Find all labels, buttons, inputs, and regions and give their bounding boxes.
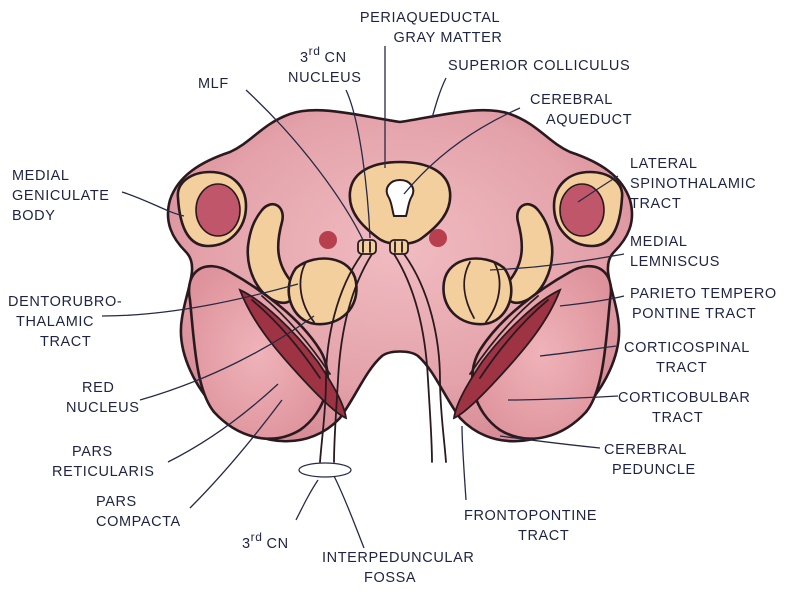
label-periaqueductal-gray-matter: PERIAQUEDUCTAL GRAY MATTER xyxy=(360,10,503,46)
red-nucleus-right xyxy=(443,259,511,325)
svg-text:AQUEDUCT: AQUEDUCT xyxy=(546,112,632,128)
label-corticospinal-tract: CORTICOSPINAL TRACT xyxy=(624,340,750,376)
svg-text:TRACT: TRACT xyxy=(40,334,91,350)
svg-text:NUCLEUS: NUCLEUS xyxy=(288,70,362,86)
svg-text:INTERPEDUNCULAR: INTERPEDUNCULAR xyxy=(322,550,474,566)
svg-text:LEMNISCUS: LEMNISCUS xyxy=(630,254,720,270)
red-dot-left xyxy=(319,231,337,249)
medial-geniculate-body-left xyxy=(178,172,246,246)
svg-text:NUCLEUS: NUCLEUS xyxy=(66,400,140,416)
label-red-nucleus: RED NUCLEUS xyxy=(66,380,140,416)
svg-text:COMPACTA: COMPACTA xyxy=(96,514,181,530)
svg-text:PEDUNCLE: PEDUNCLE xyxy=(612,462,696,478)
label-superior-colliculus: SUPERIOR COLLICULUS xyxy=(448,58,630,74)
svg-text:CORTICOBULBAR: CORTICOBULBAR xyxy=(618,390,750,406)
svg-text:TRACT: TRACT xyxy=(518,528,569,544)
interpeduncular-fossa-marker xyxy=(299,463,351,477)
label-corticobulbar-tract: CORTICOBULBAR TRACT xyxy=(618,390,750,426)
svg-text:TRACT: TRACT xyxy=(656,360,707,376)
svg-text:THALAMIC: THALAMIC xyxy=(16,314,94,330)
svg-text:TRACT: TRACT xyxy=(630,196,681,212)
svg-text:MEDIAL: MEDIAL xyxy=(12,168,70,184)
label-parieto-tempero-pontine-tract: PARIETO TEMPERO PONTINE TRACT xyxy=(630,286,777,322)
svg-text:RETICULARIS: RETICULARIS xyxy=(52,464,154,480)
svg-text:GRAY MATTER: GRAY MATTER xyxy=(394,30,503,46)
label-dentorubrothalamic-tract: DENTORUBRO- THALAMIC TRACT xyxy=(8,294,122,350)
svg-text:PARS: PARS xyxy=(96,494,137,510)
svg-text:BODY: BODY xyxy=(12,208,56,224)
svg-text:TRACT: TRACT xyxy=(652,410,703,426)
svg-text:PARS: PARS xyxy=(72,444,113,460)
svg-text:PONTINE TRACT: PONTINE TRACT xyxy=(632,306,756,322)
svg-text:GENICULATE: GENICULATE xyxy=(12,188,110,204)
label-pars-compacta: PARS COMPACTA xyxy=(96,494,181,530)
medial-geniculate-body-right xyxy=(554,172,622,246)
label-medial-lemniscus: MEDIAL LEMNISCUS xyxy=(630,234,720,270)
svg-text:PERIAQUEDUCTAL: PERIAQUEDUCTAL xyxy=(360,10,500,26)
svg-text:CEREBRAL: CEREBRAL xyxy=(604,442,687,458)
label-medial-geniculate-body: MEDIAL GENICULATE BODY xyxy=(12,168,110,224)
label-lateral-spinothalamic-tract: LATERAL SPINOTHALAMIC TRACT xyxy=(630,156,756,212)
svg-text:SPINOTHALAMIC: SPINOTHALAMIC xyxy=(630,176,756,192)
label-frontopontine-tract: FRONTOPONTINE TRACT xyxy=(464,508,597,544)
label-cerebral-aqueduct: CEREBRAL AQUEDUCT xyxy=(530,92,632,128)
svg-text:CORTICOSPINAL: CORTICOSPINAL xyxy=(624,340,750,356)
svg-text:MEDIAL: MEDIAL xyxy=(630,234,688,250)
third-cn-nucleus-left xyxy=(358,240,376,254)
label-interpeduncular-fossa: INTERPEDUNCULAR FOSSA xyxy=(322,550,474,586)
svg-text:FRONTOPONTINE: FRONTOPONTINE xyxy=(464,508,597,524)
svg-text:PARIETO TEMPERO: PARIETO TEMPERO xyxy=(630,286,777,302)
svg-text:CEREBRAL: CEREBRAL xyxy=(530,92,613,108)
svg-text:FOSSA: FOSSA xyxy=(364,570,416,586)
svg-text:LATERAL: LATERAL xyxy=(630,156,698,172)
label-pars-reticularis: PARS RETICULARIS xyxy=(52,444,154,480)
red-dot-right xyxy=(429,229,447,247)
svg-text:DENTORUBRO-: DENTORUBRO- xyxy=(8,294,122,310)
third-cn-nucleus-right xyxy=(390,240,408,254)
svg-text:RED: RED xyxy=(82,380,114,396)
label-mlf: MLF xyxy=(198,76,229,92)
label-cerebral-peduncle: CEREBRAL PEDUNCLE xyxy=(604,442,696,478)
